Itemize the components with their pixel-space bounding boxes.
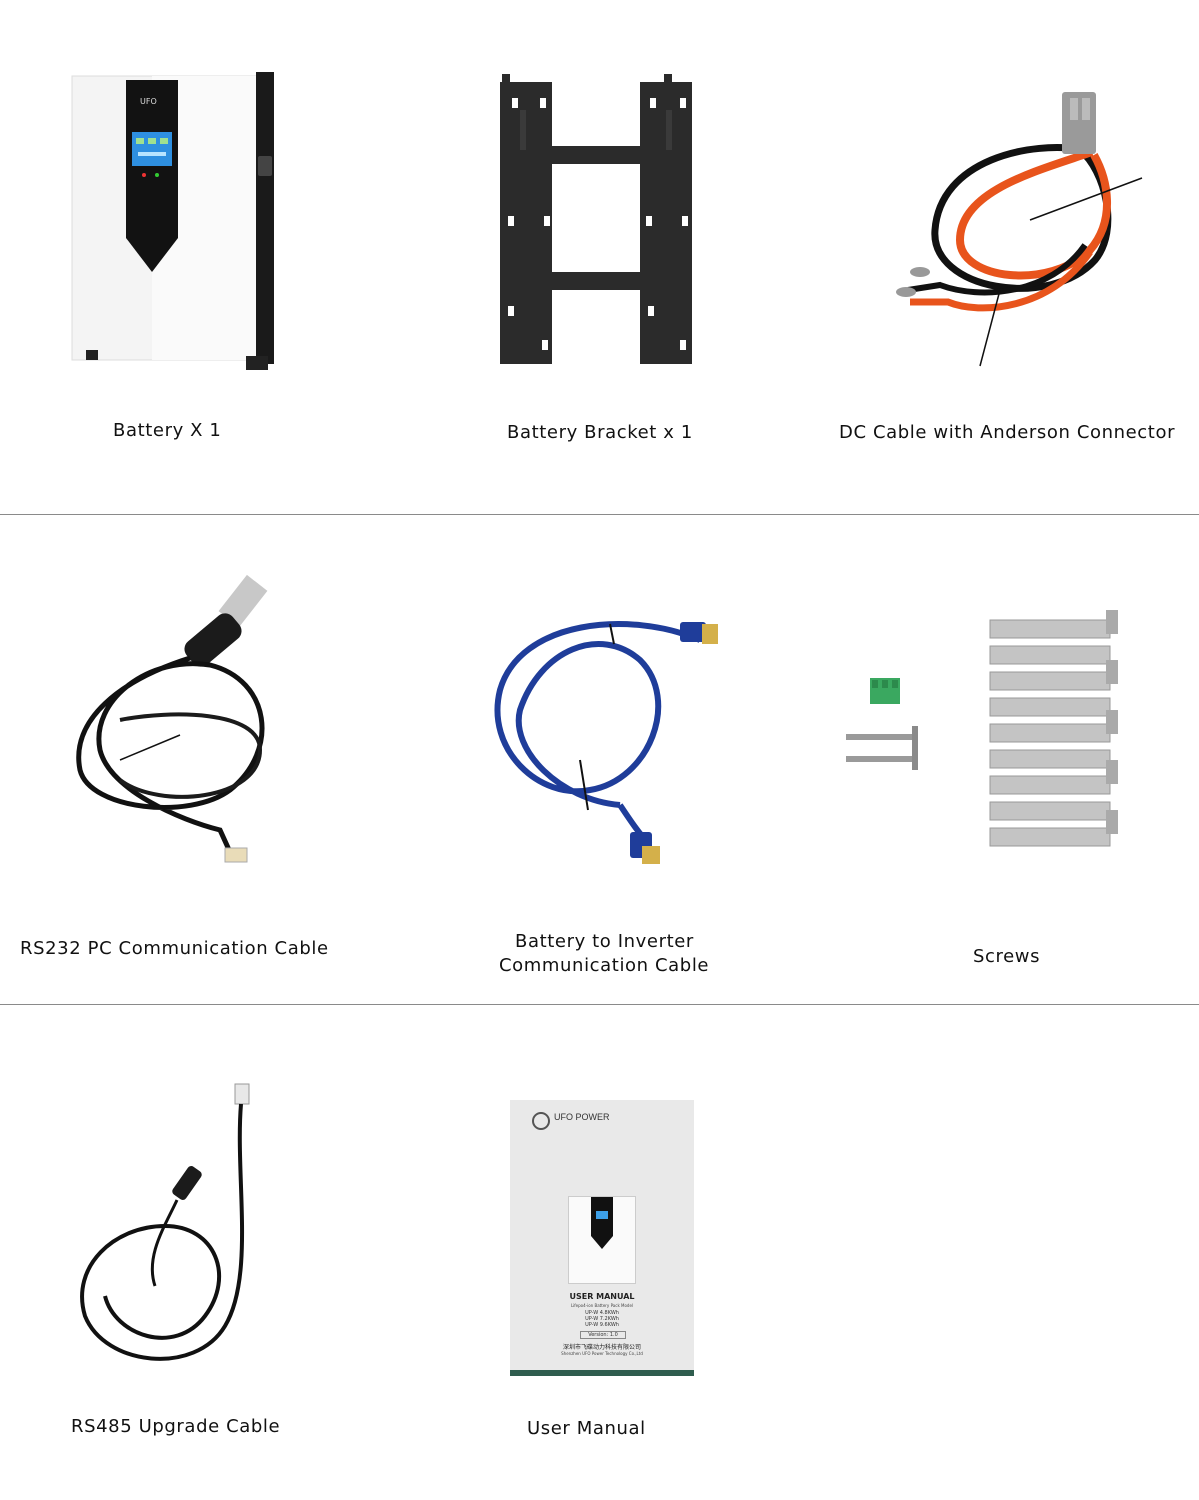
bracket-caption: Battery Bracket x 1	[507, 422, 693, 443]
manual-title: USER MANUAL	[569, 1292, 635, 1301]
inverter-cable-image	[494, 621, 718, 864]
inverter-caption-line1: Battery to Inverter	[515, 931, 694, 952]
battery-brand: UFO	[140, 97, 157, 106]
rs485-caption: RS485 Upgrade Cable	[71, 1416, 281, 1437]
section-divider-1	[0, 514, 1199, 515]
inverter-caption-line2: Communication Cable	[499, 955, 710, 976]
bracket-item: Battery Bracket x 1	[480, 70, 720, 443]
rs485-cable-image	[80, 1083, 250, 1361]
manual-item: UFO POWER USER MANUAL Lifepo4-ion Batter…	[500, 1098, 700, 1448]
manual-product-image	[568, 1196, 636, 1284]
manual-company-cn: 深圳市飞碟动力科技有限公司	[562, 1344, 641, 1351]
dc-cable-item: DC Cable with Anderson Connector	[839, 80, 1180, 443]
dc-cable-image	[896, 92, 1143, 367]
battery-image: UFO	[71, 72, 274, 370]
manual-caption: User Manual	[527, 1418, 646, 1439]
screws-image	[846, 610, 1118, 847]
battery-caption: Battery X 1	[113, 420, 222, 441]
rs232-caption: RS232 PC Communication Cable	[20, 938, 329, 959]
screws-item: Screws	[840, 600, 1140, 980]
inverter-cable-item: Battery to Inverter Communication Cable	[470, 600, 760, 980]
manual-brand: UFO POWER	[554, 1112, 610, 1122]
manual-model-2: UP-W 7.2KWh	[585, 1316, 619, 1322]
manual-cover: UFO POWER USER MANUAL Lifepo4-ion Batter…	[510, 1100, 694, 1376]
manual-version: Version: 1.0	[580, 1331, 626, 1339]
manual-logo-icon	[532, 1112, 550, 1130]
manual-model-1: UP-W 4.8KWh	[585, 1310, 619, 1316]
manual-subtitle: Lifepo4-ion Battery Pack Model	[570, 1303, 634, 1308]
rs232-cable-image	[76, 574, 268, 863]
section-divider-2	[0, 1004, 1199, 1005]
battery-item: UFO Battery X 1	[60, 60, 300, 441]
manual-model-3: UP-W 9.6KWh	[585, 1322, 619, 1328]
rs232-cable-item: RS232 PC Communication Cable	[20, 570, 350, 970]
manual-company-en: Shenzhen UFO Power Technology Co.,Ltd	[561, 1351, 643, 1356]
rs485-cable-item: RS485 Upgrade Cable	[60, 1076, 300, 1456]
dc-cable-caption: DC Cable with Anderson Connector	[839, 422, 1176, 443]
bracket-image	[500, 74, 692, 364]
screws-caption: Screws	[973, 946, 1041, 967]
